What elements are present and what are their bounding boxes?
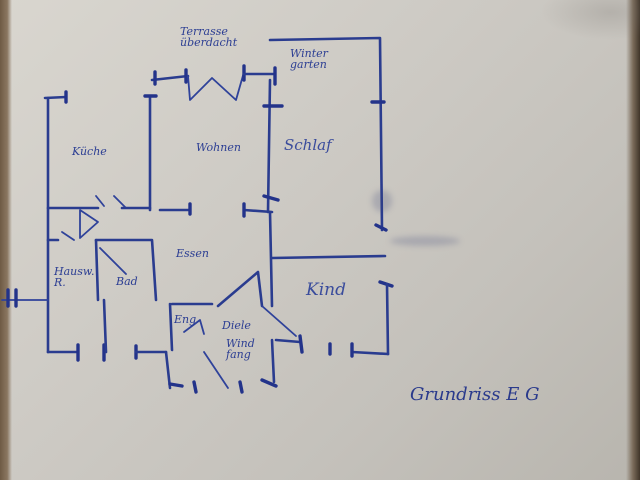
door-mark bbox=[260, 378, 278, 388]
door-swing bbox=[95, 195, 105, 207]
wall-wohnen-schlaf bbox=[266, 78, 272, 214]
door-triangle bbox=[79, 209, 99, 239]
door-mark bbox=[374, 223, 388, 232]
eng-stair bbox=[183, 319, 205, 335]
wall-south-5 bbox=[350, 350, 390, 356]
wall-kitchen-north bbox=[43, 95, 68, 100]
room-label-windfang: Wind fang bbox=[226, 337, 255, 361]
room-label-diele: Diele bbox=[222, 319, 251, 332]
room-label-wintergarten: Winter garten bbox=[290, 47, 328, 71]
room-label-bad: Bad bbox=[116, 275, 138, 288]
door-mark bbox=[168, 382, 184, 388]
room-label-eng: Eng bbox=[174, 313, 197, 326]
wall-windfang bbox=[164, 350, 172, 390]
wall-wohnen-south-2 bbox=[242, 208, 274, 214]
door-line bbox=[61, 231, 75, 241]
door-swing bbox=[113, 195, 127, 209]
wall-eng-left bbox=[168, 302, 174, 352]
paper-shadow bbox=[540, 0, 640, 40]
paper-right-edge bbox=[626, 0, 640, 480]
wall-diele bbox=[216, 270, 264, 308]
plan-caption: Grundriss E G bbox=[410, 384, 540, 405]
wall-windfang-right bbox=[270, 338, 276, 384]
wall-kind-east bbox=[385, 282, 390, 356]
paper-left-edge bbox=[0, 0, 12, 480]
wall-schlaf-kind bbox=[270, 254, 387, 260]
wall-bad bbox=[94, 238, 158, 302]
room-label-kueche: Küche bbox=[72, 145, 107, 158]
door-mark bbox=[262, 194, 280, 202]
diele-diagonal bbox=[261, 305, 297, 337]
room-label-wohnen: Wohnen bbox=[196, 141, 241, 154]
windfang-door bbox=[203, 351, 229, 389]
door-mark bbox=[298, 334, 304, 354]
ink-smudge bbox=[390, 236, 460, 246]
room-label-hausw: Hausw. R. bbox=[54, 265, 95, 289]
wall-wintergarten bbox=[268, 36, 384, 232]
wall-essen-east bbox=[268, 210, 274, 308]
room-label-essen: Essen bbox=[176, 247, 209, 260]
room-label-kind: Kind bbox=[306, 280, 346, 300]
door-mark bbox=[238, 380, 244, 394]
wall-south-2 bbox=[102, 298, 108, 354]
wall-south-4 bbox=[274, 338, 302, 344]
bad-diagonal bbox=[99, 247, 127, 275]
terrace-roof bbox=[187, 71, 245, 101]
door-mark bbox=[192, 380, 198, 394]
wall-bad-left bbox=[94, 238, 100, 302]
wall-wohnen-north bbox=[150, 74, 190, 82]
ink-smudge bbox=[372, 190, 392, 212]
room-label-schlaf: Schlaf bbox=[284, 136, 332, 154]
room-label-terrasse: Terrasse überdacht bbox=[180, 25, 238, 49]
